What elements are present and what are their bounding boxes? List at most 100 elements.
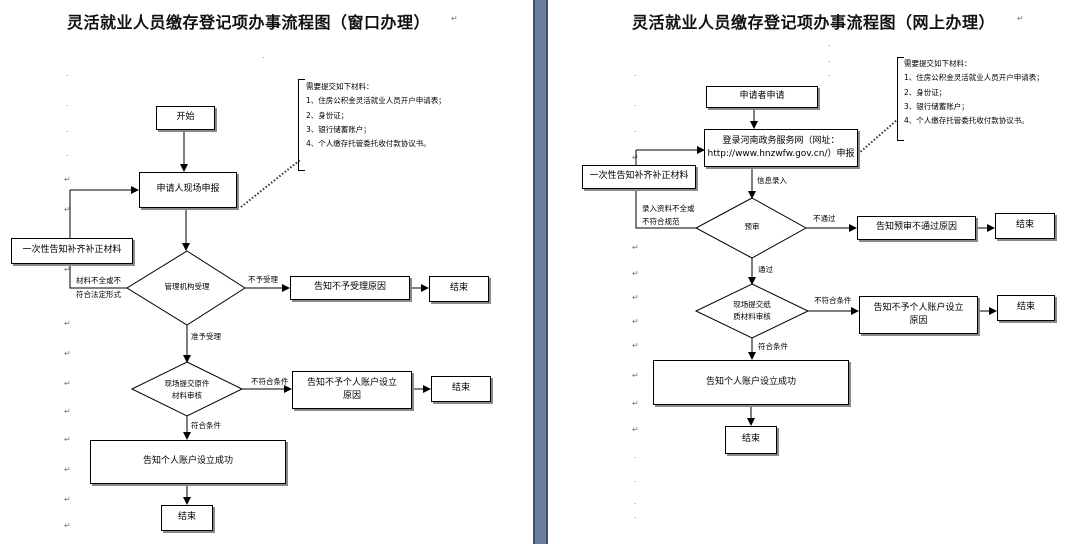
supplement-node: 一次性告知补齐补正材料 — [582, 165, 696, 189]
paragraph-mark: ↵ — [64, 205, 71, 214]
connector-lines — [635, 108, 997, 426]
paragraph-mark: ↵ — [632, 371, 639, 380]
margin-dot: . — [634, 125, 637, 134]
verify-decision-label: 现场提交纸 质材料审核 — [718, 299, 786, 323]
notes-line: 4、个人缴存托管委托收付款协议书。 — [306, 139, 431, 148]
materials-notes: 需要提交如下材料： 1、住房公积金灵活就业人员开户申请表； 2、身份证； 3、银… — [904, 57, 1044, 128]
notes-line: 1、住房公积金灵活就业人员开户申请表； — [306, 96, 446, 106]
notes-line: 3、银行储蓄账户； — [306, 124, 371, 134]
edge-label-not-pass: 不通过 — [813, 214, 836, 223]
notes-bracket — [897, 57, 904, 141]
notes-line: 需要提交如下材料： — [306, 82, 374, 91]
paragraph-mark: ↵ — [64, 495, 71, 504]
success-label: 告知个人账户设立成功 — [705, 376, 796, 387]
page-title: 灵活就业人员缴存登记项办事流程图（窗口办理） — [67, 13, 431, 32]
notes-line: 2、身份证； — [904, 87, 947, 97]
fail-notice-label: 告知不予个人账户设立原因 — [873, 302, 964, 327]
margin-dot: . — [634, 511, 637, 520]
end-label: 结束 — [177, 512, 196, 523]
paragraph-mark: ↵ — [64, 435, 71, 444]
gutter-edge — [546, 0, 548, 544]
end-label: 结束 — [1015, 220, 1034, 231]
notes-line: 3、银行储蓄账户； — [904, 101, 969, 111]
edge-label-ok: 符合条件 — [758, 342, 788, 351]
end-node-3: 结束 — [161, 505, 213, 531]
edge-label-incomplete-1: 材料不全或不 — [76, 276, 121, 285]
page-gutter — [533, 0, 548, 544]
paragraph-mark: ↵ — [64, 407, 71, 416]
paragraph-mark: ↵ — [632, 243, 639, 252]
edge-label-fail: 不符合条件 — [251, 377, 289, 386]
fail-notice-label: 告知不予个人账户设立原因 — [306, 377, 397, 402]
applicant-label: 申请者申请 — [739, 91, 785, 102]
supplement-label: 一次性告知补齐补正材料 — [589, 171, 689, 182]
verify-decision-label: 现场提交原件 材料审核 — [152, 378, 222, 402]
fail-notice-node: 告知不予个人账户设立原因 — [292, 371, 412, 409]
paragraph-mark: ↵ — [632, 341, 639, 350]
verify-line-2: 质材料审核 — [733, 312, 771, 321]
supplement-node: 一次性告知补齐补正材料 — [11, 238, 133, 264]
page-window-process: 灵活就业人员缴存登记项办事流程图（窗口办理） ↵ . . . . ↵ ↵ ↵ ↵… — [0, 0, 533, 544]
margin-dot: . — [634, 69, 637, 78]
end-node-1: 结束 — [429, 276, 489, 302]
portal-line-1: 登录河南政务服务网（网址： — [722, 135, 840, 146]
margin-dot: . — [828, 55, 831, 64]
paragraph-mark: ↵ — [632, 293, 639, 302]
start-label: 开始 — [176, 112, 195, 123]
notes-line: 4、个人缴存托管委托收付款协议书。 — [904, 116, 1029, 125]
margin-dot: . — [66, 99, 69, 108]
notes-bracket — [298, 79, 305, 171]
end-node-1: 结束 — [995, 213, 1055, 239]
edge-label-incomplete-2: 不符合规范 — [642, 217, 680, 226]
portal-node: 登录河南政务服务网（网址： http://www.hnzwfw.gov.cn/）… — [704, 129, 858, 167]
end-node-2: 结束 — [997, 295, 1055, 321]
not-pass-notice-label: 告知预审不通过原因 — [875, 222, 957, 233]
margin-dot: . — [66, 125, 69, 134]
notes-line: 2、身份证； — [306, 110, 349, 120]
paragraph-mark: ↵ — [64, 265, 71, 274]
edge-label-not-accept: 不予受理 — [248, 275, 278, 284]
edge-label-incomplete-2: 符合法定形式 — [76, 290, 121, 299]
end-label: 结束 — [451, 383, 470, 394]
edge-label-incomplete-1: 录入资料不全或 — [642, 204, 695, 213]
paragraph-mark: ↵ — [451, 14, 458, 23]
margin-dot: . — [66, 69, 69, 78]
edge-label-fail: 不符合条件 — [814, 296, 852, 305]
verify-line-1: 现场提交原件 — [164, 379, 210, 388]
page-title: 灵活就业人员缴存登记项办事流程图（网上办理） — [632, 13, 996, 32]
end-node-2: 结束 — [431, 376, 491, 402]
edge-label-pass: 通过 — [758, 265, 773, 274]
apply-node: 申请人现场申报 — [139, 172, 237, 208]
review-decision-label: 管理机构受理 — [164, 282, 210, 291]
pre-review-label: 预审 — [744, 222, 760, 231]
margin-dot: . — [828, 39, 831, 48]
end-label: 结束 — [449, 283, 468, 294]
edge-label-input: 信息录入 — [757, 176, 787, 185]
portal-line-2: http://www.hnzwfw.gov.cn/）申报 — [707, 149, 855, 159]
success-node: 告知个人账户设立成功 — [653, 360, 849, 405]
margin-dot: . — [634, 497, 637, 506]
notes-line: 1、住房公积金灵活就业人员开户申请表； — [904, 73, 1044, 83]
verify-line-1: 现场提交纸 — [733, 300, 771, 309]
success-node: 告知个人账户设立成功 — [90, 440, 286, 484]
fail-notice-node: 告知不予个人账户设立原因 — [859, 296, 978, 334]
success-label: 告知个人账户设立成功 — [142, 456, 233, 467]
paragraph-mark: ↵ — [64, 319, 71, 328]
margin-dot: . — [634, 475, 637, 484]
edge-label-pass: 符合条件 — [191, 421, 221, 430]
start-node: 开始 — [156, 106, 215, 130]
margin-dot: . — [828, 69, 831, 78]
paragraph-mark: ↵ — [632, 269, 639, 278]
paragraph-mark: ↵ — [64, 175, 71, 184]
margin-dot: . — [262, 51, 265, 60]
paragraph-mark: ↵ — [632, 425, 639, 434]
paragraph-mark: ↵ — [632, 399, 639, 408]
paragraph-mark: ↵ — [64, 521, 71, 530]
page-online-process: 灵活就业人员缴存登记项办事流程图（网上办理） ↵ . . . . . . ↵ ↵… — [548, 0, 1077, 544]
paragraph-mark: ↵ — [64, 349, 71, 358]
notes-line: 需要提交如下材料： — [904, 59, 972, 68]
not-pass-notice-node: 告知预审不通过原因 — [857, 216, 976, 240]
end-node-3: 结束 — [725, 426, 777, 454]
connector-lines — [69, 130, 431, 505]
paragraph-mark: ↵ — [632, 317, 639, 326]
